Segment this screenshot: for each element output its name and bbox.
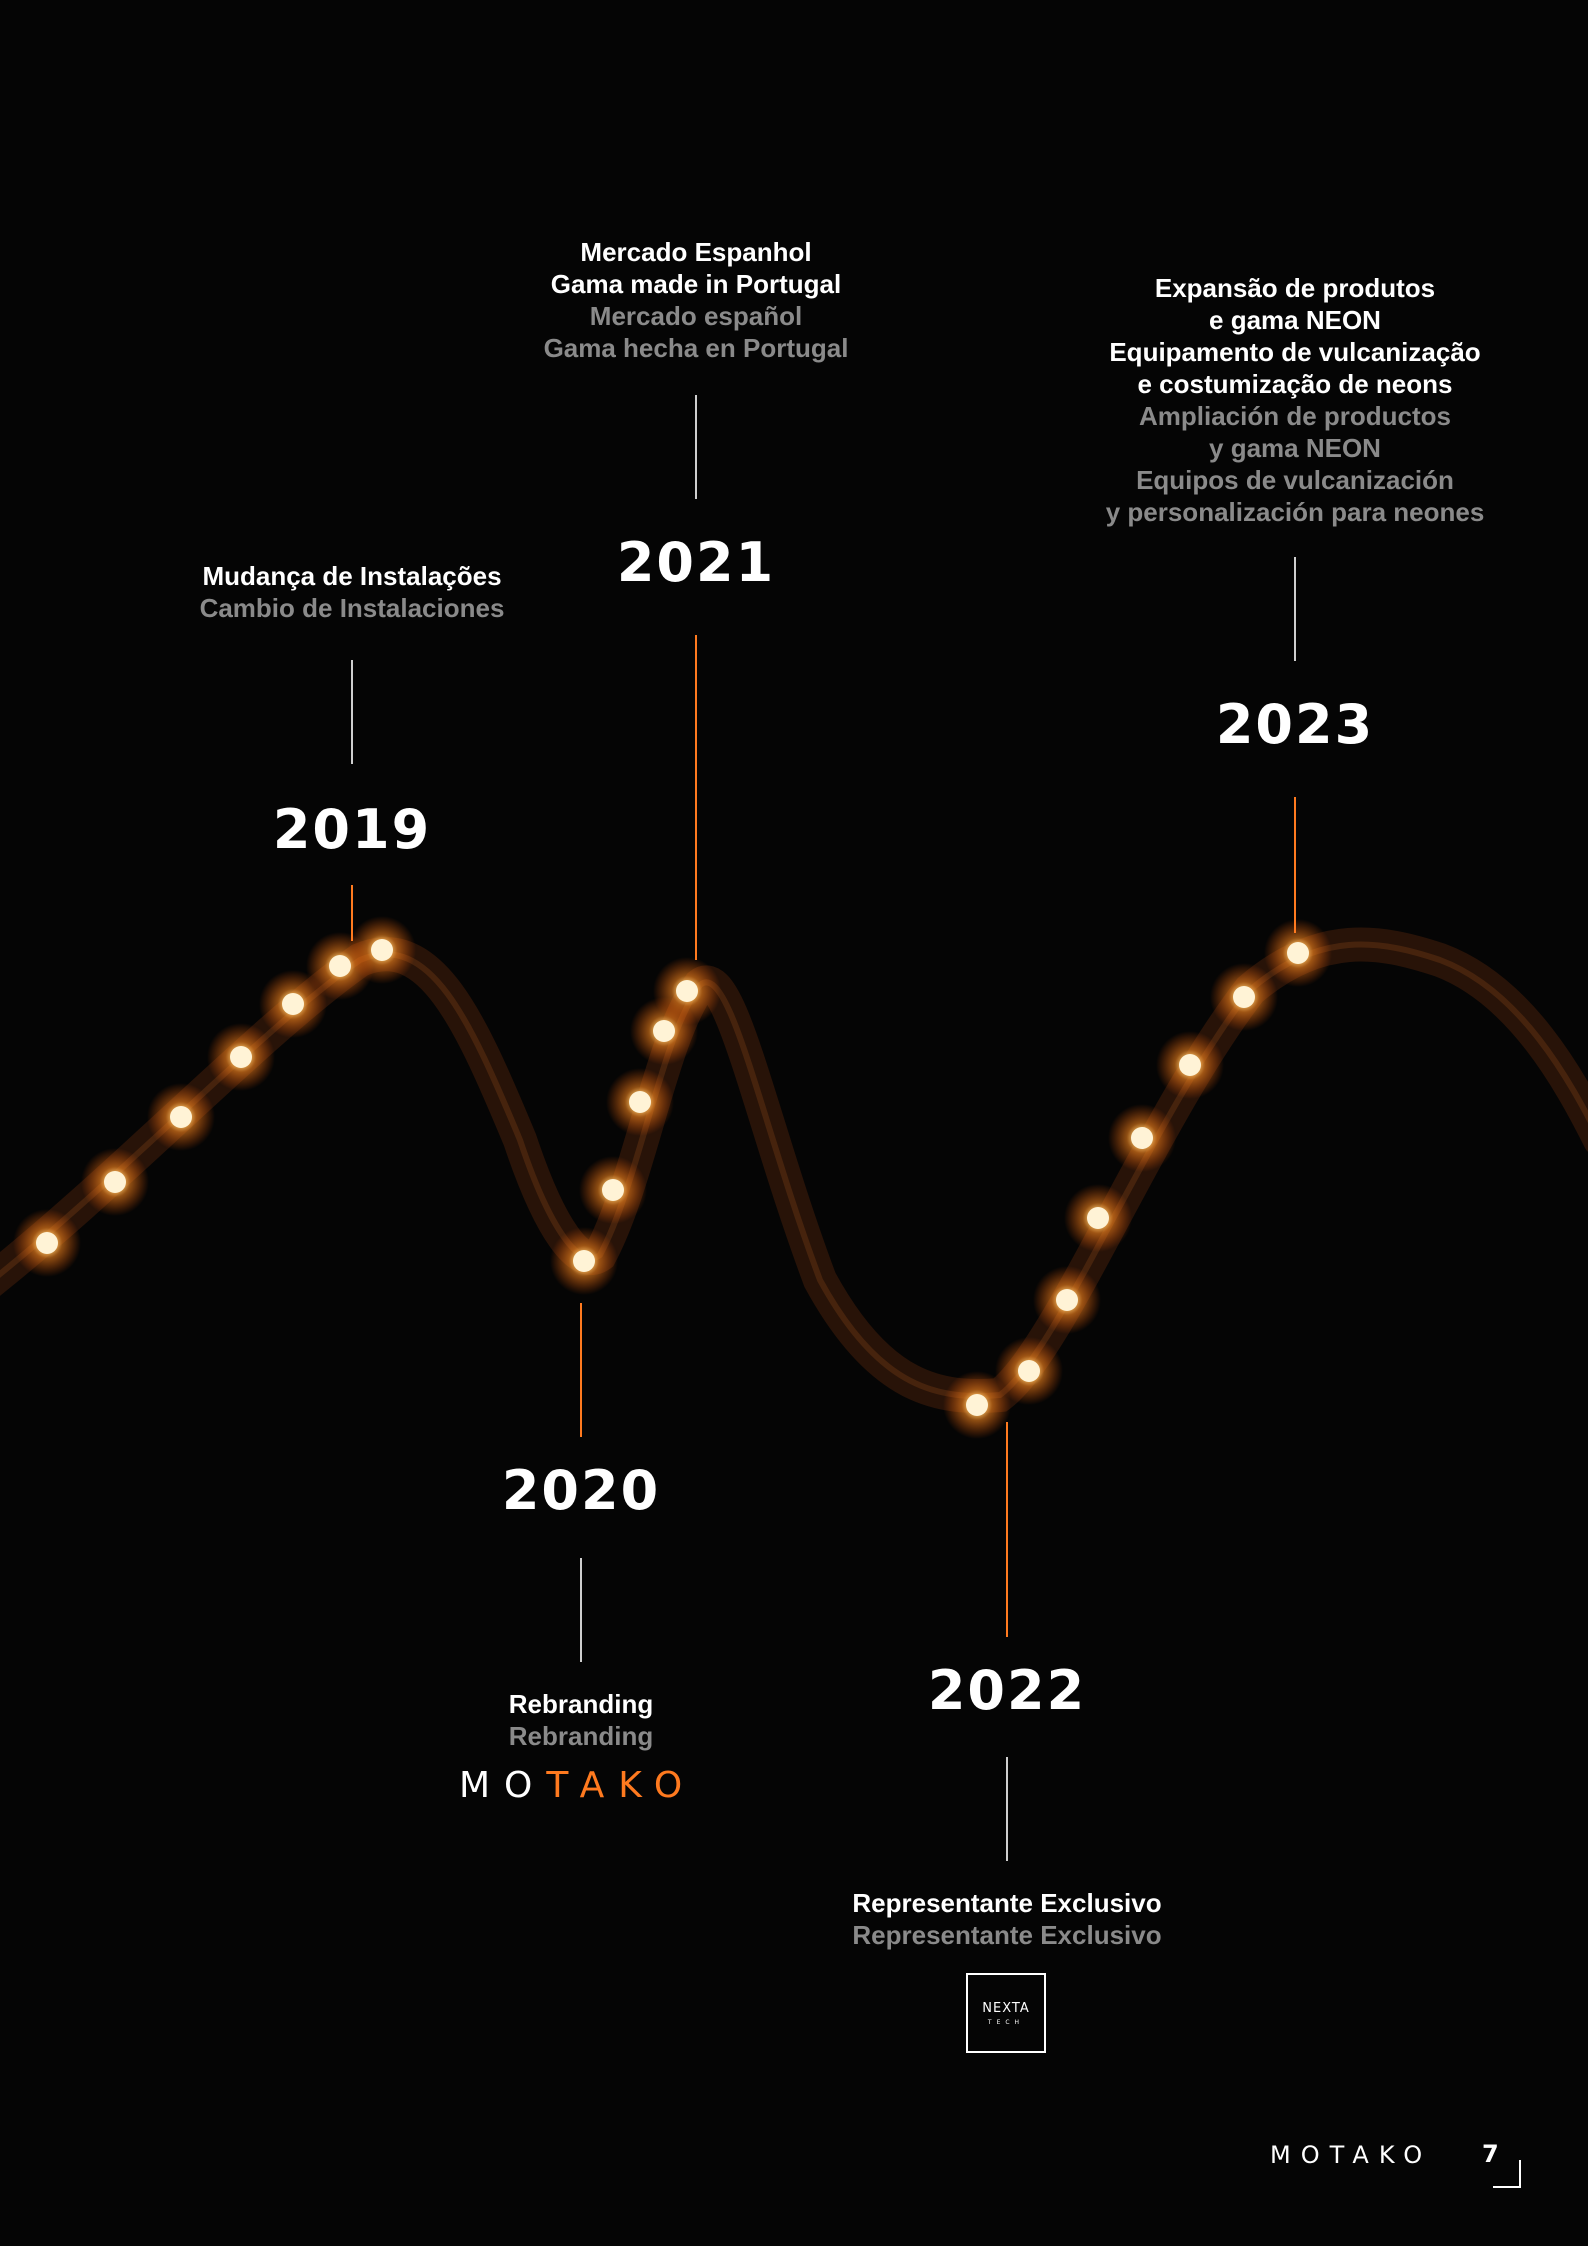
milestone-2022-es: Representante Exclusivo (852, 1920, 1162, 1950)
footer-brand: MOTAKO (1270, 2141, 1433, 2169)
milestone-2023-text: Expansão de produtos e gama NEON Equipam… (1045, 272, 1545, 528)
led-core (329, 955, 351, 977)
milestone-2022-text: Representante Exclusivo Representante Ex… (807, 1887, 1207, 1951)
led-core (676, 980, 698, 1002)
connector-2019-bottom (351, 885, 353, 941)
page-number: 7 (1482, 2140, 1499, 2168)
milestone-2021-text: Mercado Espanhol Gama made in Portugal M… (496, 236, 896, 364)
connector-2019-top (351, 660, 353, 764)
led-core (1087, 1207, 1109, 1229)
year-2021: 2021 (616, 531, 776, 594)
led-core (1056, 1289, 1078, 1311)
connector-2023-top (1294, 557, 1296, 661)
nexta-tech-logo: NEXTA TECH (966, 1973, 1046, 2053)
milestone-2023-pt-2: e gama NEON (1209, 305, 1381, 335)
led-core (282, 993, 304, 1015)
milestone-2023-es-3: Equipos de vulcanización (1136, 465, 1454, 495)
connector-2020-top (580, 1303, 582, 1437)
milestone-2019-es: Cambio de Instalaciones (199, 593, 505, 623)
milestone-2021-es-1: Mercado español (589, 301, 803, 331)
led-core (653, 1020, 675, 1042)
milestone-2023-es-1: Ampliación de productos (1138, 401, 1452, 431)
led-core (104, 1171, 126, 1193)
corner-mark (1493, 2160, 1521, 2188)
led-core (1287, 942, 1309, 964)
nexta-logo-name: NEXTA (982, 2001, 1030, 2016)
motako-logo: MOTAKO (459, 1765, 696, 1806)
logo-part-mo: MO (459, 1765, 547, 1806)
led-core (573, 1250, 595, 1272)
milestone-2021-es-2: Gama hecha en Portugal (543, 333, 849, 363)
milestone-2021-pt-1: Mercado Espanhol (580, 237, 812, 267)
connector-2022-bottom (1006, 1757, 1008, 1861)
milestone-2020-es: Rebranding (508, 1721, 654, 1751)
year-2022: 2022 (927, 1659, 1087, 1722)
connector-2023-bottom (1294, 797, 1296, 933)
led-core (170, 1106, 192, 1128)
led-core (1131, 1127, 1153, 1149)
year-2020: 2020 (501, 1459, 661, 1522)
led-core (1179, 1054, 1201, 1076)
milestone-2019-pt: Mudança de Instalações (202, 561, 502, 591)
connector-2020-bottom (580, 1558, 582, 1662)
milestone-2023-es-2: y gama NEON (1209, 433, 1381, 463)
milestone-2020-pt: Rebranding (508, 1689, 654, 1719)
led-core (230, 1046, 252, 1068)
logo-part-tako: TAKO (546, 1765, 697, 1806)
milestone-2023-es-4: y personalización para neones (1105, 497, 1485, 527)
led-core (602, 1179, 624, 1201)
milestone-2023-pt-3: Equipamento de vulcanização (1109, 337, 1481, 367)
connector-2022-top (1006, 1422, 1008, 1637)
led-core (1018, 1360, 1040, 1382)
year-2019: 2019 (272, 798, 432, 861)
led-core (371, 939, 393, 961)
year-2023: 2023 (1215, 693, 1375, 756)
led-core (966, 1394, 988, 1416)
milestone-2023-pt-4: e costumização de neons (1137, 369, 1453, 399)
led-core (1233, 986, 1255, 1008)
milestone-2022-pt: Representante Exclusivo (852, 1888, 1162, 1918)
led-core (36, 1232, 58, 1254)
milestone-2021-pt-2: Gama made in Portugal (550, 269, 842, 299)
milestone-2023-pt-1: Expansão de produtos (1154, 273, 1436, 303)
milestone-2020-text: Rebranding Rebranding (381, 1688, 781, 1752)
milestone-2019-text: Mudança de Instalações Cambio de Instala… (152, 560, 552, 624)
led-core (629, 1091, 651, 1113)
connector-2021-bottom (695, 635, 697, 960)
nexta-logo-sub: TECH (987, 2019, 1025, 2026)
strip-band (0, 927, 1588, 1414)
led-lights (13, 916, 1332, 1439)
connector-2021-top (695, 395, 697, 499)
